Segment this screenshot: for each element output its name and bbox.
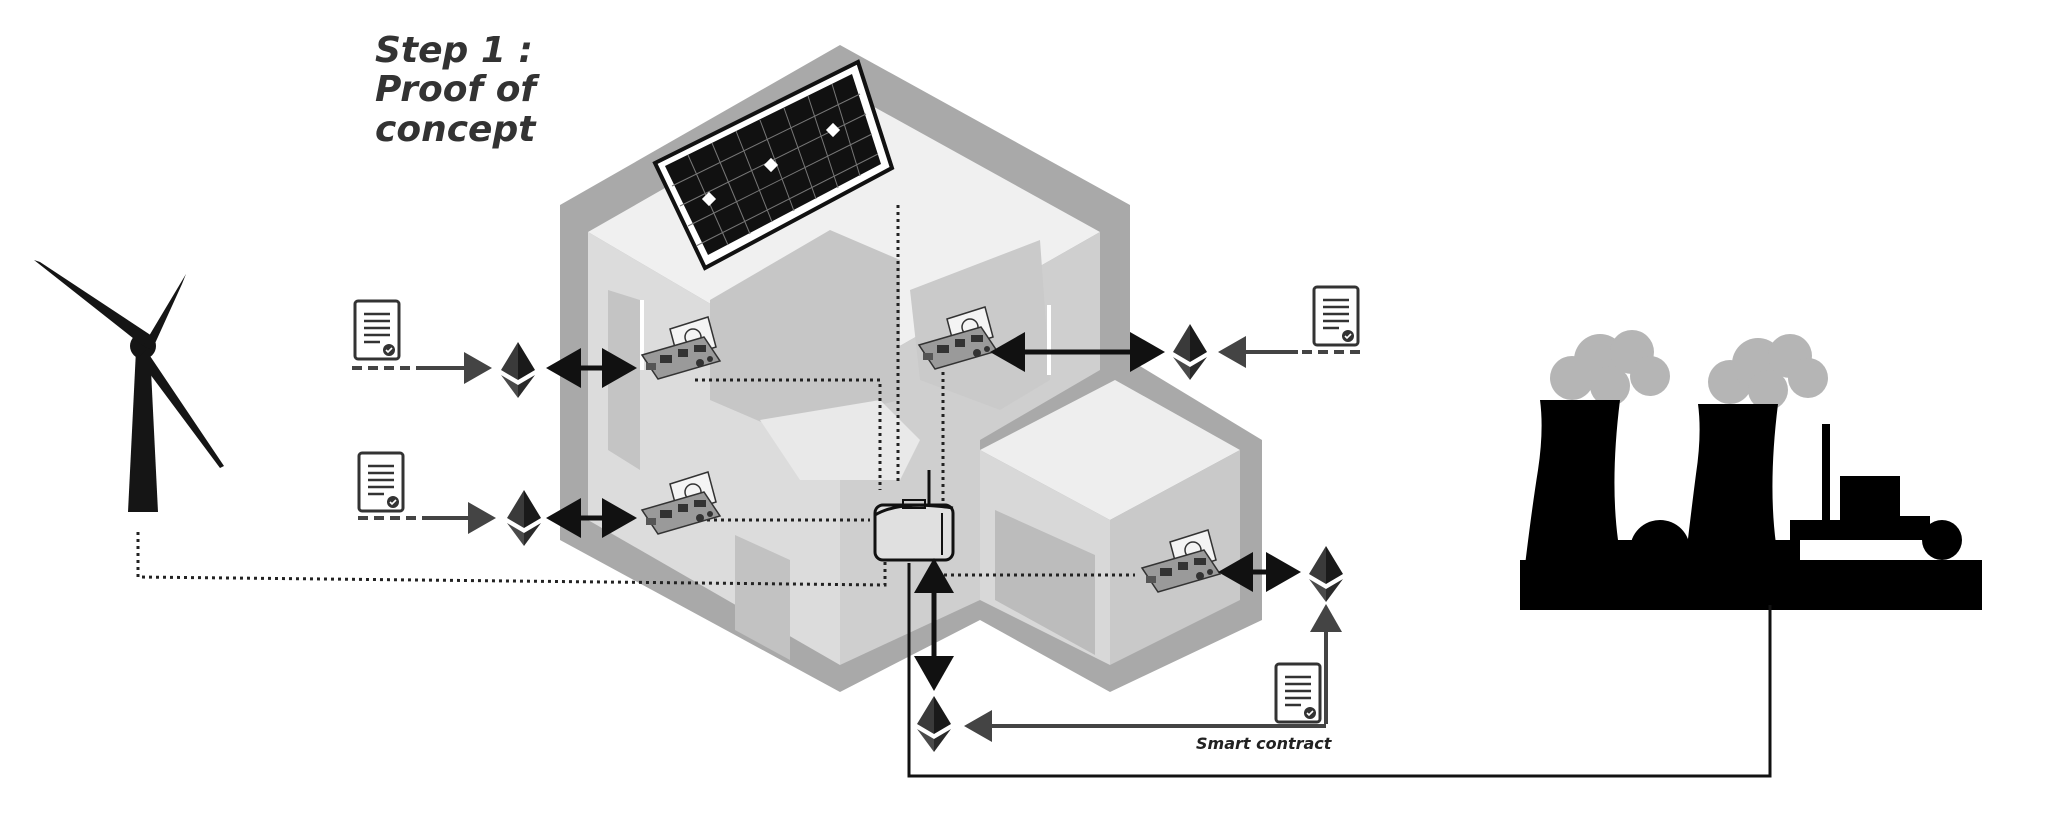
title-line-3: concept <box>375 109 537 150</box>
router-icon <box>873 470 955 562</box>
ethereum-icon <box>917 696 951 752</box>
ethereum-icon <box>501 342 535 398</box>
wind-turbine-icon <box>34 260 224 512</box>
smart-contract-label: Smart contract <box>1196 734 1333 753</box>
smoke-cloud <box>1550 330 1828 410</box>
contract-document-icon <box>1274 662 1322 724</box>
contract-document-icon <box>1312 285 1360 347</box>
title-line-1: Step 1 : <box>375 30 533 71</box>
grid-line <box>907 563 1772 778</box>
ethereum-icon <box>507 490 541 546</box>
diagram-title: Step 1 : Proof of concept <box>375 30 540 150</box>
solar-panel-icon <box>652 59 895 271</box>
dotted-power-lines <box>136 205 1135 587</box>
title-line-2: Proof of <box>375 69 540 110</box>
ethereum-icon <box>1173 324 1207 380</box>
power-plant-icon <box>1520 330 1982 610</box>
ethereum-icon <box>1309 546 1343 602</box>
contract-document-icon <box>353 299 401 361</box>
contract-document-icon <box>357 451 405 513</box>
